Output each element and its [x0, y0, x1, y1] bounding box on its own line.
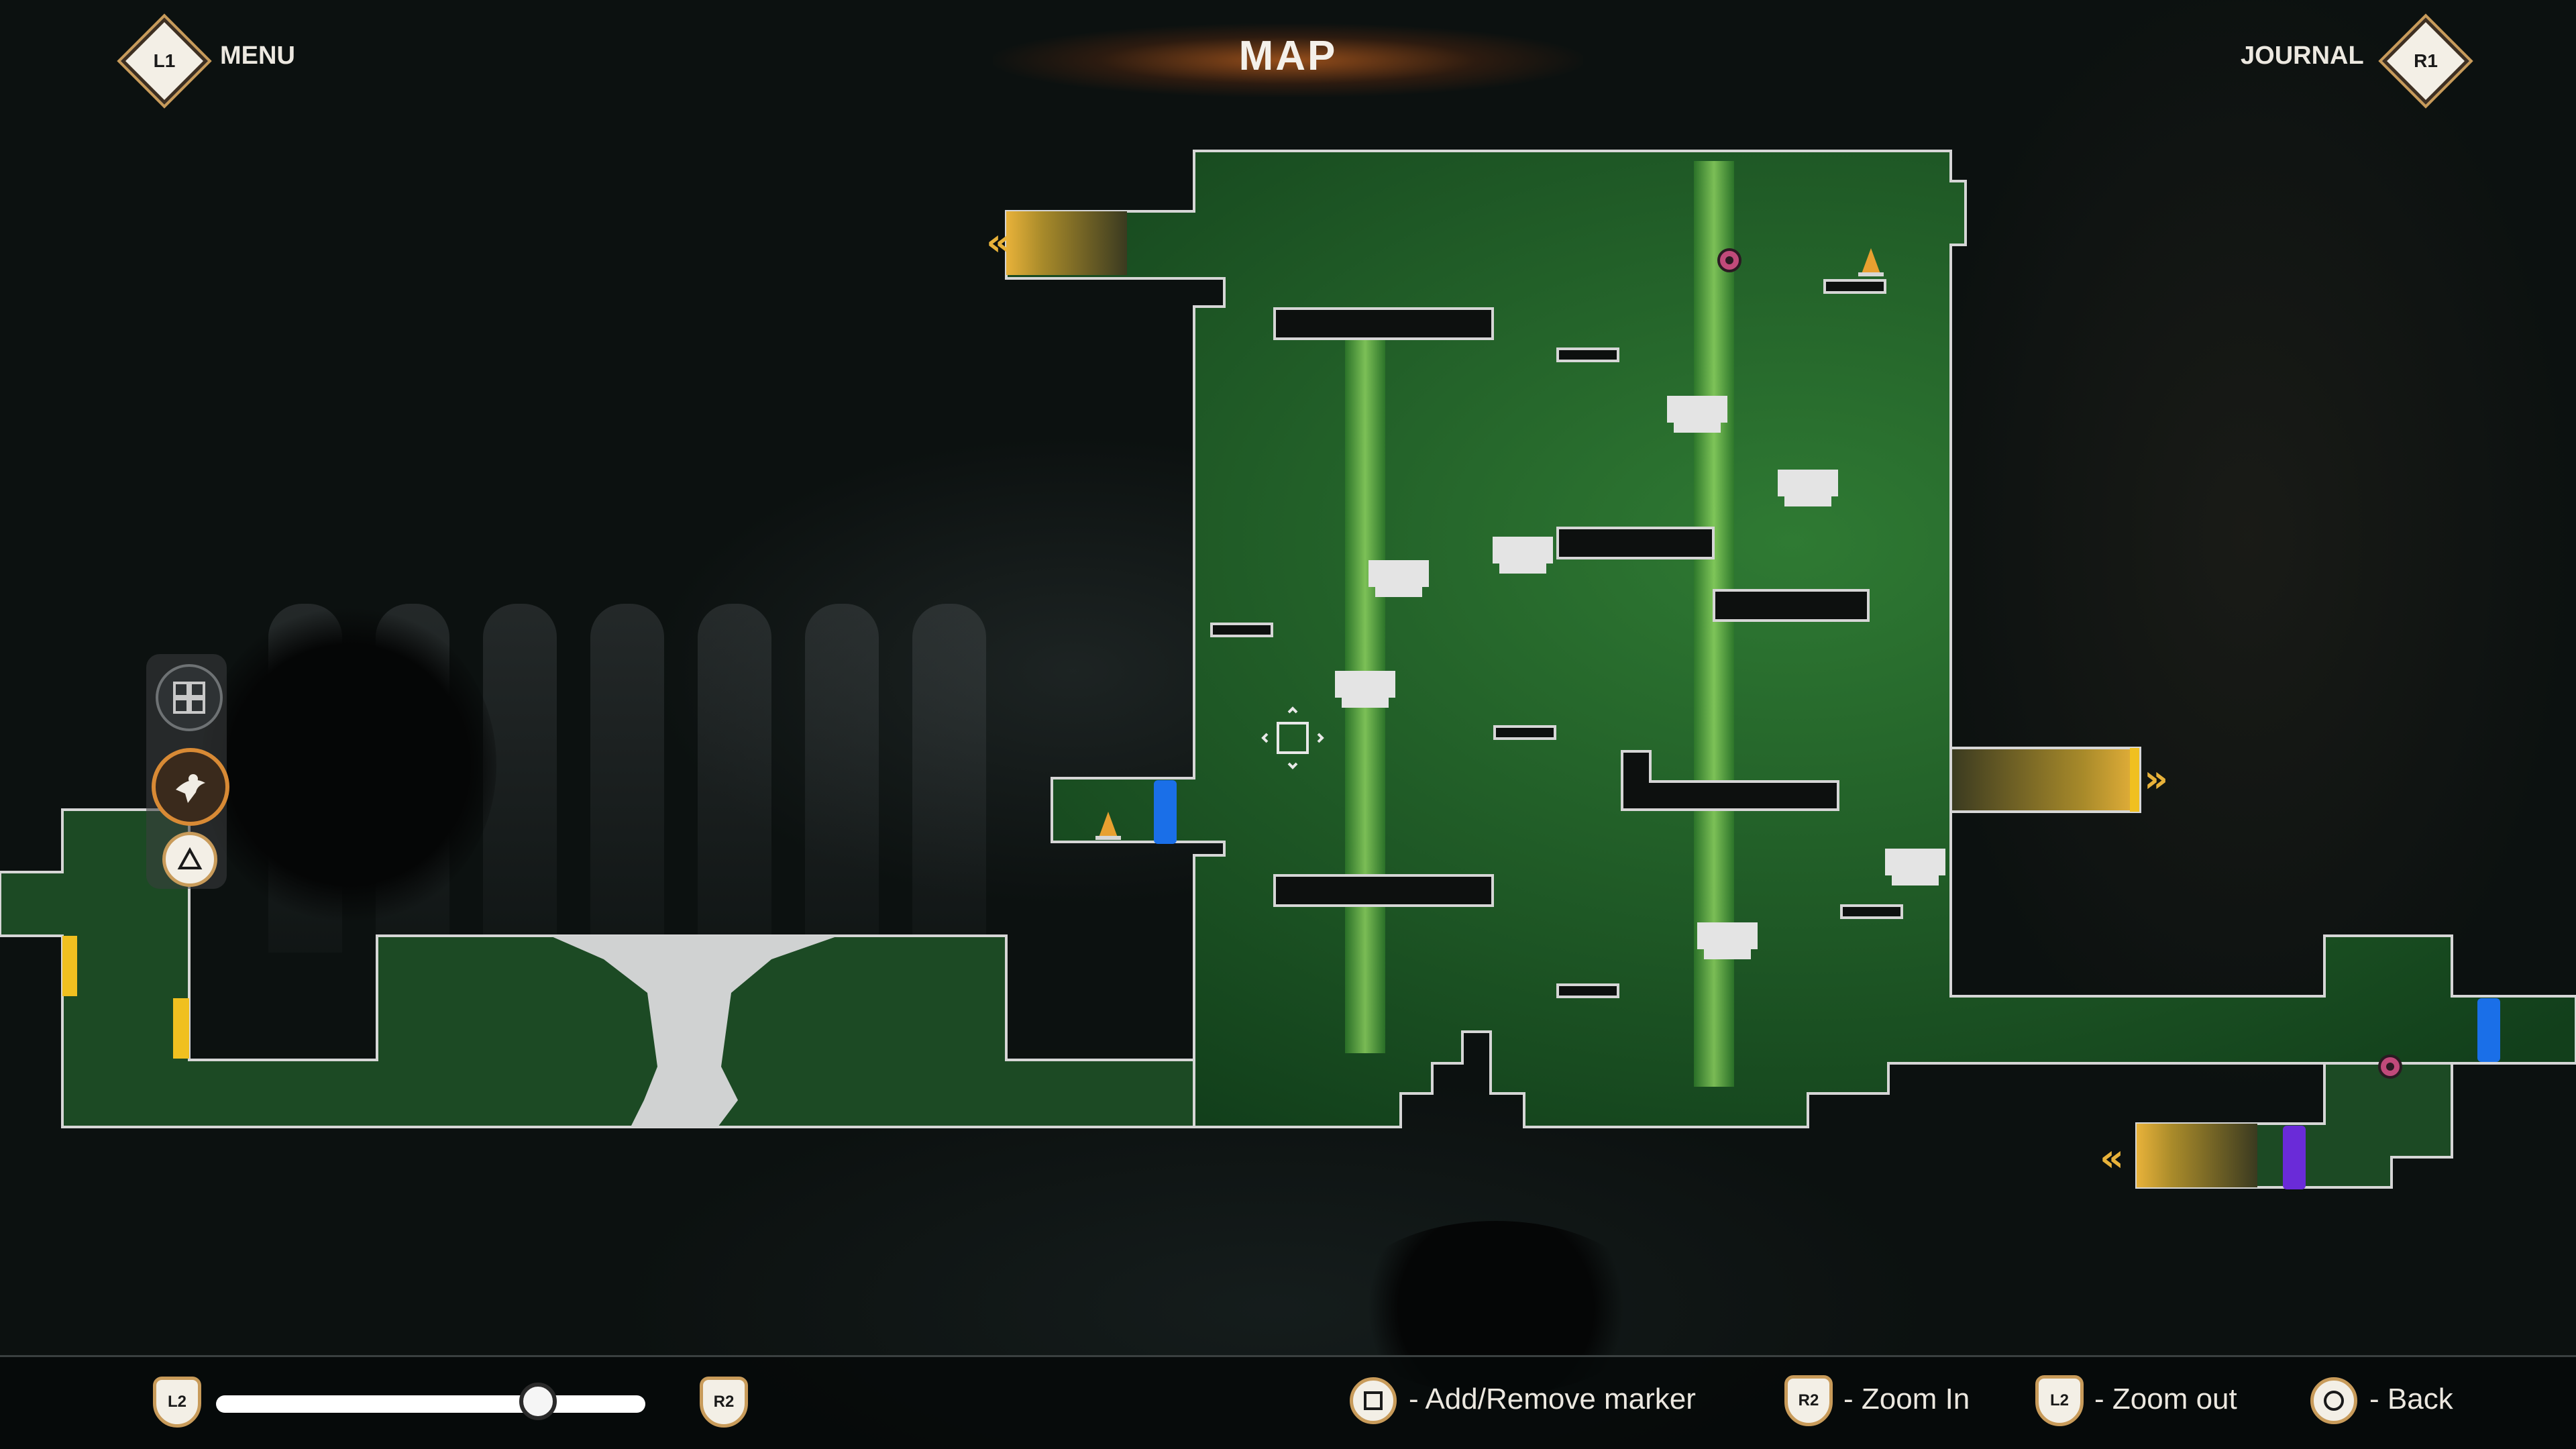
- zoom-slider-thumb[interactable]: [519, 1383, 557, 1420]
- central-chamber: [1005, 150, 2576, 1128]
- square-button-icon[interactable]: [1350, 1377, 1397, 1424]
- lower-left-chamber: [0, 808, 1195, 1128]
- grid-icon[interactable]: [156, 664, 223, 731]
- blue-door-right: [2477, 998, 2500, 1062]
- zoom-in-hint: - Zoom In: [1843, 1383, 1970, 1415]
- map-cursor[interactable]: [1261, 706, 1324, 769]
- exit-right-middle[interactable]: »: [1949, 747, 2168, 813]
- add-remove-marker-hint: - Add/Remove marker: [1409, 1383, 1696, 1415]
- r2-button[interactable]: R2: [700, 1377, 748, 1428]
- character-icon[interactable]: [152, 748, 229, 826]
- background-tree-silhouette: [201, 604, 496, 926]
- zoom-out-button[interactable]: L2: [2035, 1375, 2084, 1426]
- triangle-button-icon[interactable]: [162, 832, 217, 887]
- zoom-out-button-label: L2: [2049, 1391, 2069, 1409]
- circle-button-icon[interactable]: [2310, 1377, 2357, 1424]
- creature-blocks: [1335, 396, 1945, 959]
- menu-label[interactable]: MENU: [220, 42, 295, 70]
- white-tree-shape: [550, 936, 839, 1127]
- r2-button-label: R2: [713, 1393, 735, 1411]
- footer-divider: [0, 1355, 2576, 1357]
- svg-text:«: «: [2100, 1136, 2124, 1180]
- exit-bottom-right[interactable]: «: [2100, 1124, 2257, 1187]
- svg-text:«: «: [986, 221, 1010, 264]
- spiral-marker-icon[interactable]: [1717, 248, 1741, 272]
- campfire-icon: [1095, 812, 1121, 840]
- zoom-out-hint: - Zoom out: [2094, 1383, 2237, 1415]
- spiral-marker-icon[interactable]: [2378, 1055, 2402, 1079]
- platforms: [1210, 279, 1903, 998]
- exit-top-left[interactable]: «: [986, 211, 1127, 275]
- purple-door: [2283, 1126, 2306, 1189]
- zoom-in-button-label: R2: [1798, 1391, 1819, 1409]
- svg-text:»: »: [2144, 757, 2168, 801]
- title-glow: [993, 23, 1583, 97]
- blue-door-left: [1154, 780, 1177, 844]
- zoom-in-button[interactable]: R2: [1784, 1375, 1833, 1426]
- page-title: MAP: [1238, 33, 1338, 79]
- l2-button[interactable]: L2: [153, 1377, 201, 1428]
- campfire-icon: [1858, 248, 1884, 276]
- l2-button-label: L2: [167, 1393, 186, 1411]
- back-hint: - Back: [2369, 1383, 2453, 1415]
- journal-label[interactable]: JOURNAL: [2241, 42, 2364, 70]
- zoom-slider-track[interactable]: [216, 1395, 645, 1413]
